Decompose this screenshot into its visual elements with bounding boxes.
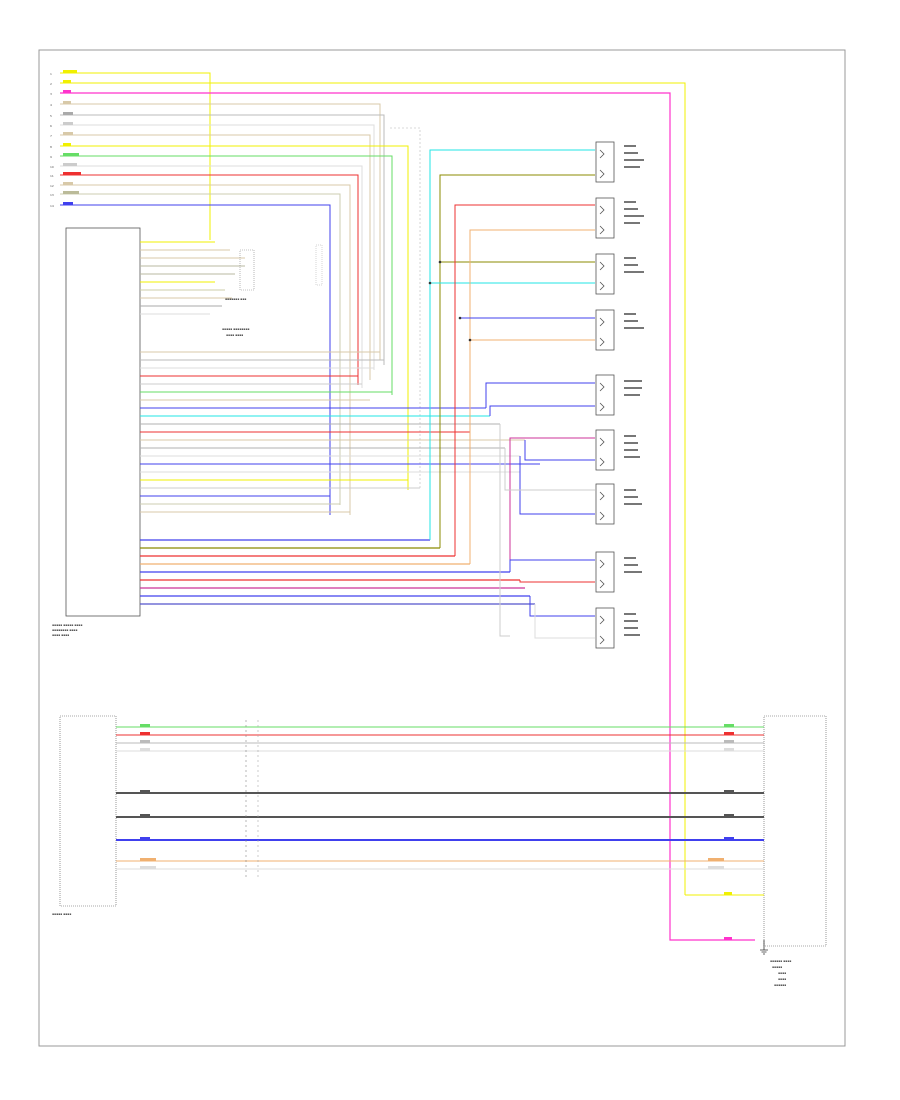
speaker-1	[595, 141, 615, 183]
diagram-frame	[38, 49, 846, 1047]
svg-text:▪▪▪▪ ▪▪▪▪: ▪▪▪▪ ▪▪▪▪	[226, 333, 243, 337]
speaker-2	[595, 197, 615, 239]
svg-text:6: 6	[50, 124, 52, 128]
svg-text:▪▪▪▪▪ ▪▪▪▪▪▪▪▪: ▪▪▪▪▪ ▪▪▪▪▪▪▪▪	[222, 327, 249, 331]
lower-harness	[116, 720, 764, 896]
svg-text:8: 8	[50, 145, 52, 149]
speaker-7	[595, 483, 615, 525]
svg-text:12: 12	[50, 184, 54, 188]
svg-text:13: 13	[50, 193, 54, 197]
audio-unit-pins-lower	[140, 351, 540, 513]
speaker-6	[595, 429, 615, 471]
speaker-4	[595, 309, 615, 351]
lower-harness-labels	[140, 724, 734, 940]
svg-text:4: 4	[50, 103, 52, 107]
svg-text:▪▪▪▪▪▪▪▪ ▪▪▪▪: ▪▪▪▪▪▪▪▪ ▪▪▪▪	[52, 628, 77, 632]
splice-dots	[428, 260, 472, 342]
audio-unit-block	[65, 227, 141, 617]
svg-text:14: 14	[50, 204, 54, 208]
speaker-feed-wires	[429, 149, 595, 639]
svg-text:9: 9	[50, 155, 52, 159]
svg-text:▪▪▪▪▪▪▪ ▪▪▪: ▪▪▪▪▪▪▪ ▪▪▪	[225, 297, 246, 301]
svg-text:2: 2	[50, 82, 52, 86]
svg-text:▪▪▪▪▪: ▪▪▪▪▪	[772, 965, 782, 969]
speaker-3	[595, 253, 615, 295]
svg-text:1: 1	[50, 72, 52, 76]
top-harness	[60, 72, 755, 941]
audio-unit-pins-bottom	[140, 539, 535, 605]
lower-left-unit	[59, 715, 117, 907]
speaker-8	[595, 551, 615, 593]
svg-text:▪▪▪▪ ▪▪▪▪: ▪▪▪▪ ▪▪▪▪	[52, 633, 69, 637]
lower-right-unit	[763, 715, 827, 947]
svg-text:▪▪▪▪▪▪: ▪▪▪▪▪▪	[774, 983, 786, 987]
audio-unit-pins-upper	[140, 241, 245, 315]
svg-text:▪▪▪▪: ▪▪▪▪	[778, 971, 786, 975]
remote-connector	[239, 249, 255, 291]
top-harness-labels: 1 2 3 4 5 6 7 8 9 10 11 12 13 14	[50, 70, 81, 208]
speaker-symbols	[595, 141, 615, 649]
svg-text:▪▪▪▪▪▪ ▪▪▪▪: ▪▪▪▪▪▪ ▪▪▪▪	[770, 959, 791, 963]
speaker-5	[595, 374, 615, 416]
speaker-captions	[624, 145, 644, 636]
speaker-9	[595, 607, 615, 649]
svg-text:▪▪▪▪: ▪▪▪▪	[778, 977, 786, 981]
svg-text:5: 5	[50, 114, 52, 118]
svg-text:▪▪▪▪▪ ▪▪▪▪: ▪▪▪▪▪ ▪▪▪▪	[52, 912, 71, 916]
ground-symbol	[760, 940, 768, 955]
svg-text:3: 3	[50, 92, 52, 96]
svg-text:11: 11	[50, 174, 54, 178]
svg-text:10: 10	[50, 165, 54, 169]
audio-unit-caption: ▪▪▪▪▪ ▪▪▪▪▪ ▪▪▪▪	[52, 623, 82, 627]
svg-text:7: 7	[50, 134, 52, 138]
